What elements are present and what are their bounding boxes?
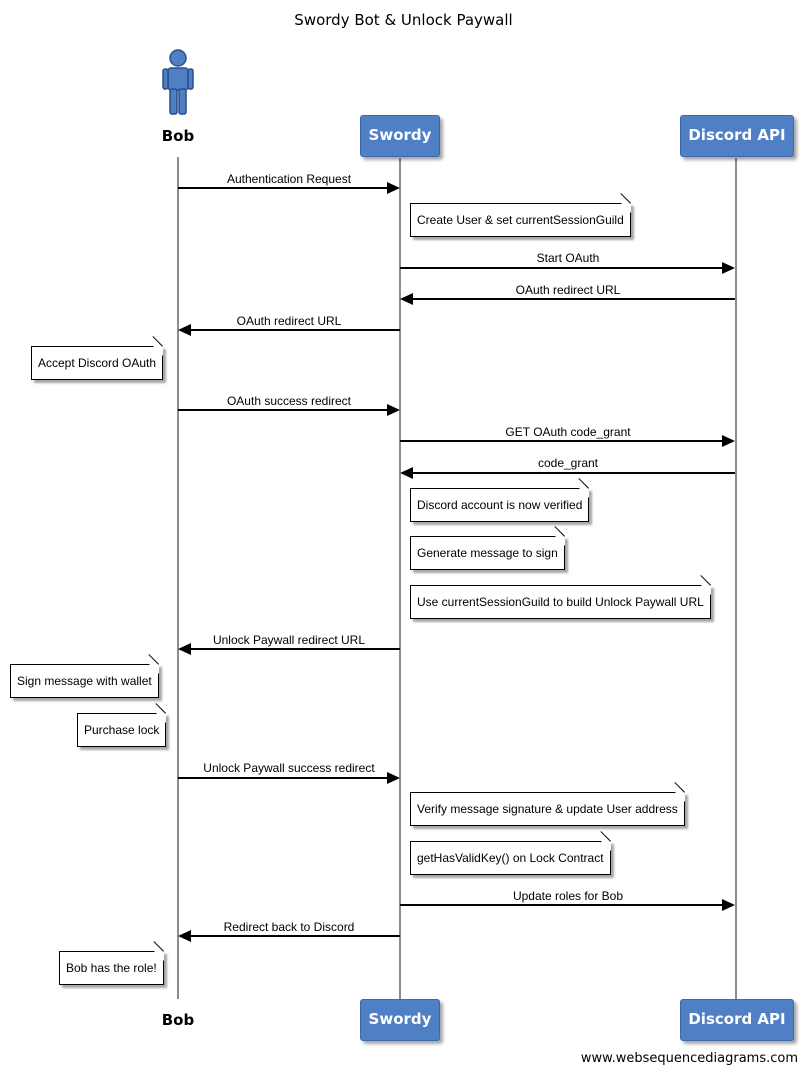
note: Discord account is now verified bbox=[410, 478, 590, 522]
arrowhead bbox=[400, 467, 413, 479]
arrowhead bbox=[178, 643, 191, 655]
note-corner-fold bbox=[148, 664, 159, 674]
message-label: Update roles for Bob bbox=[512, 889, 624, 903]
diagram-title: Swordy Bot & Unlock Paywall bbox=[294, 11, 513, 29]
message-label: OAuth success redirect bbox=[226, 394, 352, 408]
message-label: OAuth redirect URL bbox=[236, 314, 342, 328]
message-label: Start OAuth bbox=[536, 251, 600, 265]
note: Use currentSessionGuild to build Unlock … bbox=[410, 575, 711, 619]
message-arrow bbox=[400, 267, 723, 269]
participant-bob-bottom: Bob bbox=[161, 1011, 195, 1029]
note: Verify message signature & update User a… bbox=[410, 782, 685, 826]
note: Accept Discord OAuth bbox=[31, 336, 164, 380]
note-corner-fold bbox=[700, 585, 711, 595]
arrowhead bbox=[387, 772, 400, 784]
watermark: www.websequencediagrams.com bbox=[580, 1051, 798, 1066]
arrowhead bbox=[722, 435, 735, 447]
note-corner-fold bbox=[600, 841, 611, 851]
arrowhead bbox=[387, 182, 400, 194]
message-arrow bbox=[178, 409, 388, 411]
note: getHasValidKey() on Lock Contract bbox=[410, 831, 611, 875]
message-label: Unlock Paywall redirect URL bbox=[212, 633, 366, 647]
message-arrow bbox=[412, 472, 735, 474]
note-corner-fold bbox=[153, 346, 164, 356]
message-label: Authentication Request bbox=[226, 172, 352, 186]
message-label: Redirect back to Discord bbox=[223, 920, 355, 934]
note-corner-fold bbox=[674, 792, 685, 802]
participant-swordy-top: Swordy bbox=[360, 115, 440, 157]
arrowhead bbox=[178, 324, 191, 336]
arrowhead bbox=[387, 404, 400, 416]
lifeline-bob bbox=[177, 157, 179, 999]
message-arrow bbox=[190, 329, 400, 331]
note-corner-fold bbox=[153, 951, 164, 961]
note-corner-fold bbox=[156, 713, 167, 723]
message-label: GET OAuth code_grant bbox=[505, 425, 631, 439]
message-arrow bbox=[412, 298, 735, 300]
note: Create User & set currentSessionGuild bbox=[410, 193, 631, 237]
message-arrow bbox=[190, 648, 400, 650]
lifeline-swordy bbox=[399, 158, 401, 1000]
message-label: Unlock Paywall success redirect bbox=[203, 761, 375, 775]
note-corner-fold bbox=[579, 488, 590, 498]
message-arrow bbox=[190, 935, 400, 937]
participant-bob-top: Bob bbox=[161, 127, 195, 145]
message-arrow bbox=[178, 187, 388, 189]
person-icon bbox=[162, 49, 194, 115]
arrowhead bbox=[722, 262, 735, 274]
participant-swordy-bottom: Swordy bbox=[360, 999, 440, 1041]
note-corner-fold bbox=[620, 203, 631, 213]
participant-discord-api-bottom: Discord API bbox=[680, 999, 794, 1041]
message-arrow bbox=[178, 777, 388, 779]
message-arrow bbox=[400, 440, 723, 442]
note: Generate message to sign bbox=[410, 526, 565, 570]
note: Sign message with wallet bbox=[10, 654, 159, 698]
lifeline-discord-api bbox=[735, 158, 737, 1000]
arrowhead bbox=[178, 930, 191, 942]
message-label: OAuth redirect URL bbox=[515, 283, 621, 297]
note-corner-fold bbox=[554, 536, 565, 546]
participant-discord-api-top: Discord API bbox=[680, 115, 794, 157]
note: Bob has the role! bbox=[59, 941, 164, 985]
message-label: code_grant bbox=[537, 456, 599, 470]
message-arrow bbox=[400, 904, 723, 906]
arrowhead bbox=[722, 899, 735, 911]
arrowhead bbox=[400, 293, 413, 305]
note: Purchase lock bbox=[77, 703, 167, 747]
